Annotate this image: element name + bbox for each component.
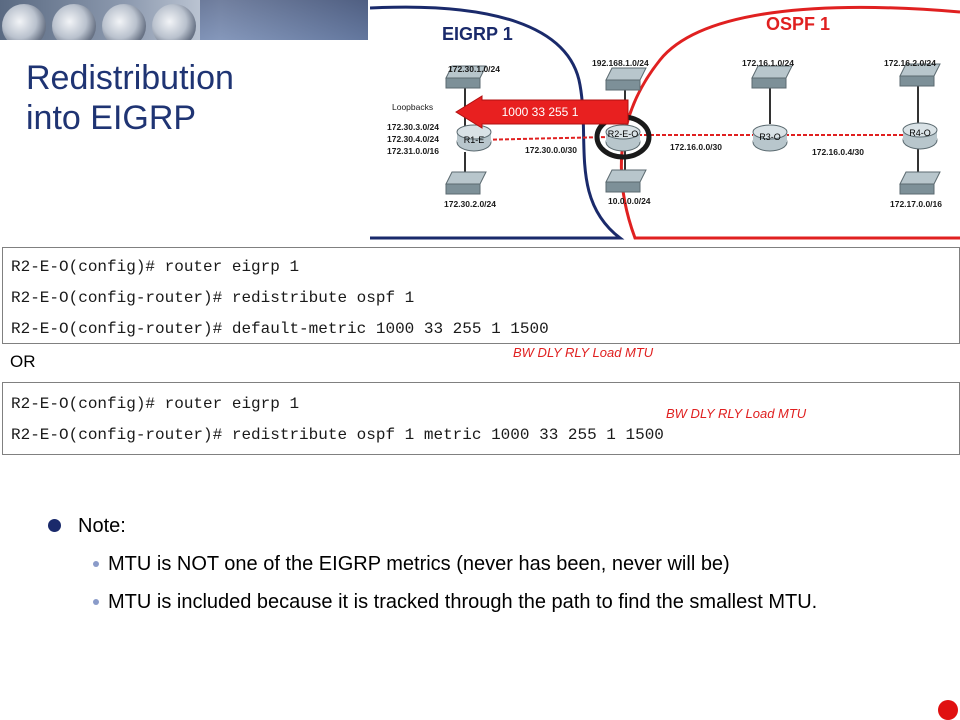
note-item: MTU is NOT one of the EIGRP metrics (nev… bbox=[48, 552, 953, 576]
coin-graphic bbox=[152, 4, 196, 40]
or-label: OR bbox=[10, 352, 36, 371]
config-block-default-metric: R2-E-O(config)# router eigrp 1 R2-E-O(co… bbox=[2, 247, 960, 344]
loopbacks-label: Loopbacks bbox=[392, 102, 433, 112]
header-banner-image bbox=[0, 0, 368, 40]
config-line: R2-E-O(config)# router eigrp 1 bbox=[11, 258, 300, 276]
coin-graphic bbox=[102, 4, 146, 40]
note-item-text: MTU is NOT one of the EIGRP metrics (nev… bbox=[108, 553, 730, 575]
config-line: R2-E-O(config-router)# default-metric 10… bbox=[11, 320, 549, 338]
network-label: 172.30.1.0/24 bbox=[448, 64, 500, 74]
network-label: 172.17.0.0/16 bbox=[890, 199, 942, 209]
switch-icon bbox=[605, 169, 647, 193]
note-item: MTU is included because it is tracked th… bbox=[48, 590, 953, 614]
config-line: R2-E-O(config-router)# redistribute ospf… bbox=[11, 426, 664, 444]
router-icon bbox=[902, 122, 938, 150]
loopback-network-label: 172.30.3.0/24 bbox=[387, 122, 439, 132]
redistribution-arrow: 1000 33 255 1 bbox=[455, 95, 629, 129]
redistribution-arrow-label: 1000 33 255 1 bbox=[502, 105, 579, 119]
network-label: 172.16.1.0/24 bbox=[742, 58, 794, 68]
note-heading: Note: bbox=[48, 513, 953, 539]
router-label-r3: R3-O bbox=[759, 132, 781, 142]
config-line: R2-E-O(config)# router eigrp 1 bbox=[11, 395, 300, 413]
config-line: R2-E-O(config-router)# redistribute ospf… bbox=[11, 289, 415, 307]
ospf-domain-label: OSPF 1 bbox=[766, 14, 830, 34]
router-icon bbox=[752, 124, 788, 152]
network-label: 172.30.2.0/24 bbox=[444, 199, 496, 209]
router-label-r2: R2-E-O bbox=[608, 129, 639, 139]
switch-icon bbox=[445, 65, 487, 89]
switch-icon bbox=[445, 171, 487, 195]
network-label: 10.0.0.0/24 bbox=[608, 196, 651, 206]
switch-icon bbox=[605, 67, 647, 91]
coin-graphic bbox=[2, 4, 46, 40]
loopback-network-label: 172.31.0.0/16 bbox=[387, 146, 439, 156]
network-label: 172.16.0.4/30 bbox=[812, 147, 864, 157]
switch-icon bbox=[899, 171, 941, 195]
config-block-redistribute-metric: R2-E-O(config)# router eigrp 1 R2-E-O(co… bbox=[2, 382, 960, 455]
coin-graphic bbox=[52, 4, 96, 40]
eigrp-domain-label: EIGRP 1 bbox=[442, 24, 513, 44]
bullet-dot-icon bbox=[93, 599, 99, 605]
bullet-dot-icon bbox=[93, 561, 99, 567]
banner-band bbox=[200, 0, 368, 40]
network-label: 172.16.2.0/24 bbox=[884, 58, 936, 68]
serial-links bbox=[474, 134, 905, 141]
notes-section: Note: MTU is NOT one of the EIGRP metric… bbox=[48, 513, 953, 614]
note-heading-text: Note: bbox=[78, 515, 126, 537]
metric-labels-2: BW DLY RLY Load MTU bbox=[666, 406, 807, 421]
corner-marker-dot bbox=[938, 700, 958, 720]
network-label: 172.16.0.0/30 bbox=[670, 142, 722, 152]
network-label: 172.30.0.0/30 bbox=[525, 145, 577, 155]
router-icon bbox=[605, 124, 641, 152]
note-item-text: MTU is included because it is tracked th… bbox=[108, 591, 818, 613]
router-label-r1: R1-E bbox=[464, 135, 485, 145]
eigrp-domain-boundary bbox=[370, 5, 625, 240]
bullet-dot-icon bbox=[48, 519, 61, 532]
network-label: 192.168.1.0/24 bbox=[592, 58, 649, 68]
topology-diagram: EIGRP 1 OSPF 1 bbox=[370, 5, 960, 240]
switch-icon bbox=[899, 63, 941, 87]
loopback-network-label: 172.30.4.0/24 bbox=[387, 134, 439, 144]
slide-title-line-2: into EIGRP bbox=[26, 99, 197, 137]
slide-title-line-1: Redistribution bbox=[26, 59, 234, 97]
router-label-r4: R4-O bbox=[909, 128, 931, 138]
slide-title: Redistribution into EIGRP bbox=[26, 58, 234, 138]
link-r1-r2 bbox=[474, 136, 609, 141]
metric-labels-1: BW DLY RLY Load MTU bbox=[513, 345, 654, 360]
switch-icon bbox=[751, 65, 793, 89]
